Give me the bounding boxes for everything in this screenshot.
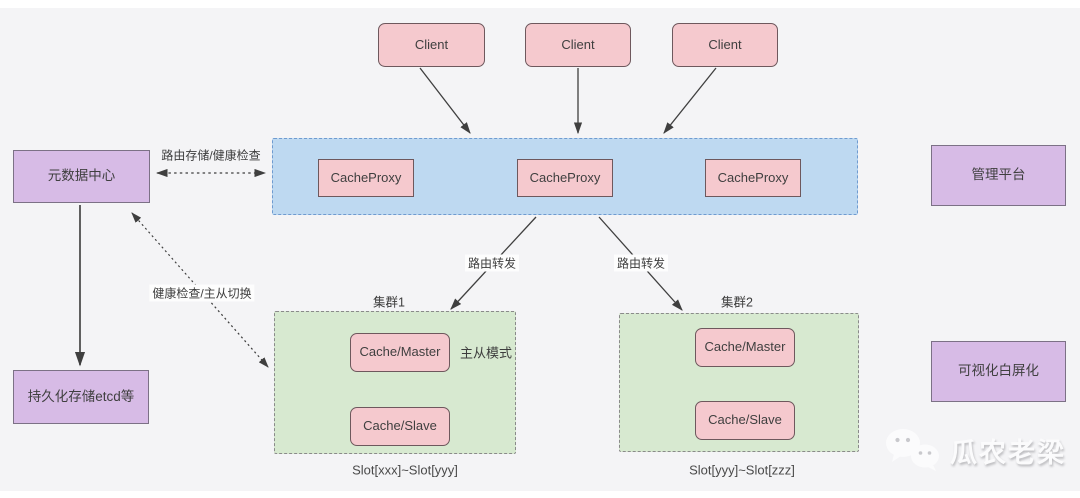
cluster1-title: 集群1	[373, 295, 405, 310]
client-node-1: Client	[378, 23, 485, 67]
watermark-text: 瓜农老梁	[950, 437, 1066, 468]
bottom-strip	[0, 491, 1080, 498]
client-label: Client	[708, 36, 742, 52]
metadata-center-node: 元数据中心	[13, 150, 150, 203]
client-node-3: Client	[672, 23, 778, 67]
top-strip	[0, 0, 1080, 8]
persistent-storage-node: 持久化存储etcd等	[13, 370, 149, 424]
cacheproxy-label: CacheProxy	[717, 169, 789, 185]
visualization-platform-label: 可视化白屏化	[958, 363, 1039, 379]
metadata-center-label: 元数据中心	[47, 168, 116, 184]
cluster1-cache-slave-node: Cache/Slave	[350, 407, 450, 446]
cluster2-cache-master-node: Cache/Master	[695, 328, 795, 367]
cluster2-title: 集群2	[721, 295, 753, 310]
client-label: Client	[561, 36, 595, 52]
cluster2-slot-range: Slot[yyy]~Slot[zzz]	[689, 462, 795, 478]
cluster1-cache-master-node: Cache/Master	[350, 333, 450, 372]
cluster2-cache-slave-node: Cache/Slave	[695, 401, 795, 440]
management-platform-node: 管理平台	[931, 145, 1066, 206]
cacheproxy-node-3: CacheProxy	[705, 159, 801, 197]
client-node-2: Client	[525, 23, 631, 67]
cacheproxy-node-2: CacheProxy	[517, 159, 613, 197]
cluster1-slot-range: Slot[xxx]~Slot[yyy]	[352, 462, 458, 478]
edge-label-route-storage-health-check: 路由存储/健康检查	[161, 148, 261, 163]
cacheproxy-label: CacheProxy	[529, 169, 601, 185]
cache-slave-label: Cache/Slave	[708, 412, 782, 428]
cacheproxy-label: CacheProxy	[330, 169, 402, 185]
persistent-storage-label: 持久化存储etcd等	[27, 388, 135, 404]
edge-client1-to-proxy-layer	[419, 67, 471, 134]
cache-master-label: Cache/Master	[704, 339, 786, 355]
cacheproxy-node-1: CacheProxy	[318, 159, 414, 197]
edge-client3-to-proxy-layer	[663, 67, 717, 134]
edge-label-route-forward-right: 路由转发	[613, 254, 669, 272]
watermark: 瓜农老梁	[884, 428, 1066, 472]
cache-slave-label: Cache/Slave	[363, 418, 437, 434]
edge-label-health-check-failover: 健康检查/主从切换	[149, 284, 255, 302]
client-label: Client	[414, 36, 449, 52]
wechat-icon	[886, 429, 939, 471]
edge-label-route-forward-left: 路由转发	[464, 254, 520, 272]
cache-master-label: Cache/Master	[359, 344, 441, 360]
visualization-platform-node: 可视化白屏化	[931, 341, 1066, 402]
cluster1-mode-note: 主从模式	[459, 345, 513, 361]
management-platform-label: 管理平台	[971, 167, 1026, 183]
